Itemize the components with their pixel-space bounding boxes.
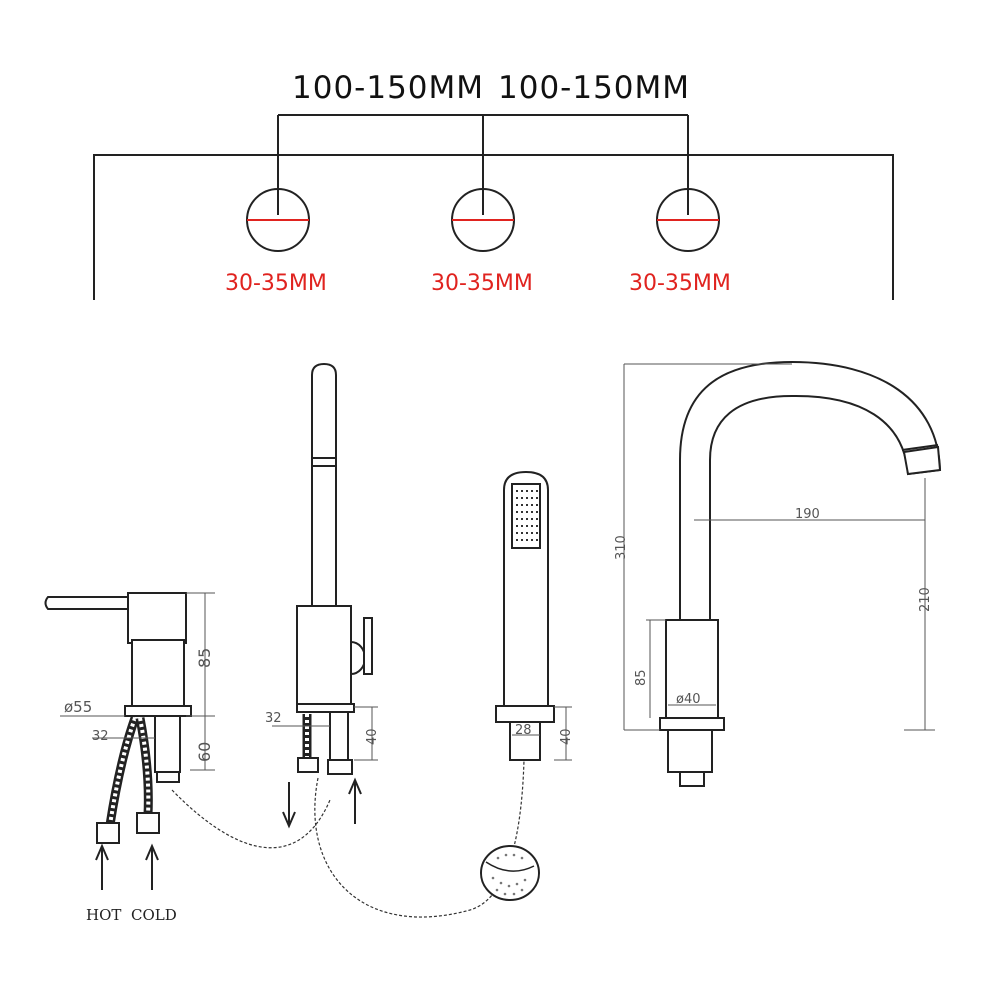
mixer-diameter-label: ø55 xyxy=(64,698,92,716)
spout-total-height-lines xyxy=(623,363,792,731)
tap-outlet-tail xyxy=(329,711,349,761)
hot-inlet-arrow xyxy=(95,843,109,890)
mixer-lever xyxy=(44,596,131,610)
spout-reach-lines xyxy=(694,478,935,731)
hole-3-diameter-label: 30-35MM xyxy=(629,271,731,296)
tap-body xyxy=(296,605,352,707)
handshower-holder-tail xyxy=(509,721,541,761)
tap-dim-lines xyxy=(272,706,378,761)
spout-base-diameter-label: ø40 xyxy=(676,692,701,707)
spout-base-height-lines xyxy=(646,619,666,718)
spout-shank-nut xyxy=(679,771,705,787)
mixer-valve: 85 60 ø55 32 HOT COLD xyxy=(44,592,215,924)
hot-hose xyxy=(105,716,140,826)
tap-pipe-label: 32 xyxy=(265,711,282,726)
tap-base xyxy=(296,703,355,713)
cold-inlet-arrow xyxy=(145,843,159,890)
spacing-left-label: 100-150MM xyxy=(292,70,484,106)
mixer-outlet-tail xyxy=(154,715,181,773)
tap-tail-label: 40 xyxy=(365,728,380,745)
mixer-base-dim-lines xyxy=(60,715,155,739)
tap-diverter-knob xyxy=(363,617,373,675)
hole-2 xyxy=(451,188,515,252)
spout-aerator-line xyxy=(901,444,939,451)
spacing-dimension-lines xyxy=(277,114,689,215)
handshower-width-label: 28 xyxy=(515,723,532,738)
spout-tap: 40 32 xyxy=(265,362,380,829)
mixer-outlet-nut xyxy=(156,771,180,783)
tap-spout-tube xyxy=(311,362,337,607)
hole-spacing-section: 100-150MM 100-150MM 30-35MM 30-35MM 30-3… xyxy=(93,70,894,300)
hole-2-diameter-label: 30-35MM xyxy=(431,271,533,296)
mixer-base xyxy=(124,705,192,717)
spout-base-height-label: 85 xyxy=(634,669,649,686)
handshower-holder xyxy=(495,705,555,723)
hole-1 xyxy=(246,188,310,252)
spacing-right-label: 100-150MM xyxy=(498,70,690,106)
hot-hose-nut xyxy=(96,822,120,844)
handshower-dim-lines xyxy=(512,706,572,761)
tap-flow-up-arrow xyxy=(348,777,362,824)
tap-hose-nut xyxy=(297,757,319,773)
hole-3 xyxy=(656,188,720,252)
gooseneck-spout: 310 190 210 85 ø40 xyxy=(614,360,942,787)
spout-shank xyxy=(667,729,713,773)
mixer-tail-label: 60 xyxy=(195,742,214,762)
tap-outlet-nut xyxy=(327,759,353,775)
spout-base-flange xyxy=(659,717,725,731)
mixer-pipe-label: 32 xyxy=(92,729,109,744)
handshower-handle xyxy=(503,470,549,707)
spray-nozzles xyxy=(516,490,538,541)
mixer-height-label: 85 xyxy=(195,648,214,668)
spout-base xyxy=(665,619,719,719)
deck-outline xyxy=(93,154,894,300)
mixer-height-dim-lines xyxy=(186,592,215,771)
mixer-cap xyxy=(127,592,187,644)
spout-reach-label: 190 xyxy=(795,507,820,522)
tap-diverter xyxy=(350,640,366,676)
hot-label: HOT xyxy=(86,906,121,924)
handshower-tail-label: 40 xyxy=(559,728,574,745)
cold-hose-nut xyxy=(136,812,160,834)
handshower-spray-face xyxy=(511,483,541,549)
spout-outlet-height-label: 210 xyxy=(918,587,933,612)
mixer-body xyxy=(131,639,185,707)
spout-total-height-label: 310 xyxy=(614,535,629,560)
spout-neck xyxy=(679,360,942,621)
hose-ball-weight xyxy=(480,845,540,901)
cold-label: COLD xyxy=(131,906,177,924)
hand-shower: 28 40 xyxy=(495,470,574,761)
hole-1-diameter-label: 30-35MM xyxy=(225,271,327,296)
flexible-hoses xyxy=(171,759,540,918)
tap-flow-down-arrow xyxy=(282,782,296,829)
